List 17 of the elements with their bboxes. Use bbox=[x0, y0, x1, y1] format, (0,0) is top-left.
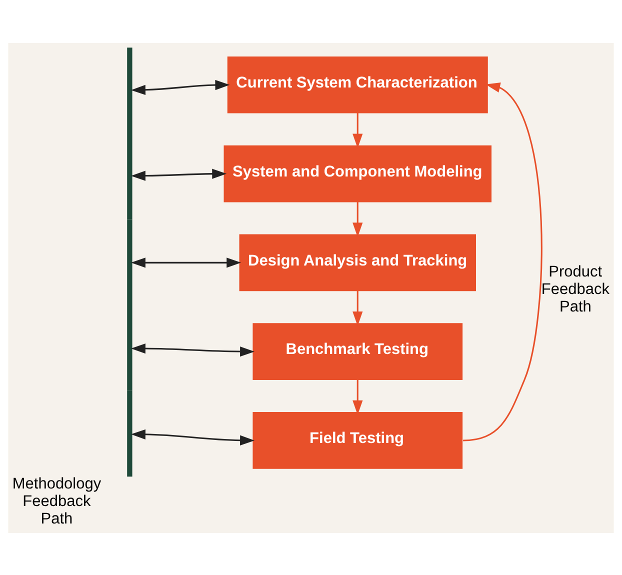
arrow bbox=[130, 168, 227, 180]
arrow bbox=[352, 378, 363, 414]
arrow bbox=[130, 428, 255, 445]
arrow bbox=[130, 79, 230, 94]
node-box: Field Testing bbox=[252, 412, 463, 468]
arrow bbox=[130, 257, 242, 268]
node-box: Design Analysis and Tracking bbox=[239, 234, 476, 291]
node-box: Benchmark Testing bbox=[252, 322, 463, 380]
arrow bbox=[352, 290, 363, 326]
arrow bbox=[352, 201, 363, 237]
node-box: Current System Characterization bbox=[227, 56, 488, 113]
edge-label: Product Feedback Path bbox=[541, 263, 610, 316]
node-box: System and Component Modeling bbox=[224, 144, 492, 202]
arrow bbox=[463, 82, 542, 441]
arrow bbox=[130, 342, 255, 356]
arrow bbox=[352, 112, 363, 148]
node-label: Methodology Feedback Path bbox=[12, 475, 102, 528]
